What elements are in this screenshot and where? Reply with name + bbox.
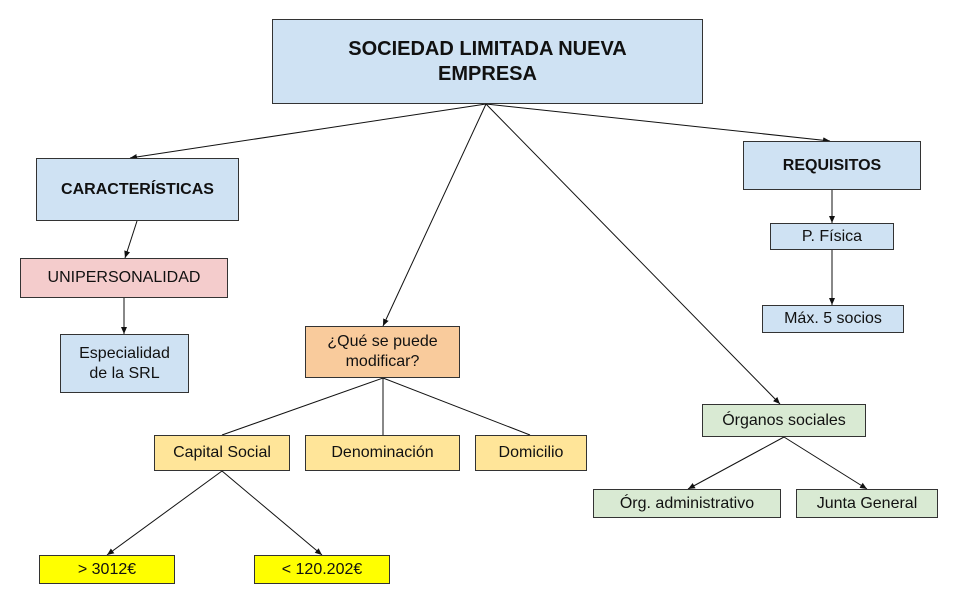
edge-modificar-domicilio <box>382 377 531 436</box>
max-capital-node: < 120.202€ <box>254 555 390 584</box>
edge-organos-junta <box>783 436 868 490</box>
max-capital-text: < 120.202€ <box>281 560 363 578</box>
requisitos-text: REQUISITOS <box>782 156 882 174</box>
especialidad-text: Especialidad de la SRL <box>79 344 170 382</box>
caracteristicas-node: CARACTERÍSTICAS <box>36 158 239 221</box>
edge-modificar-capital <box>221 377 384 436</box>
denominacion-node: Denominación <box>305 435 460 471</box>
edge-caracteristicas-unipersonalidad <box>124 220 138 259</box>
organo-administrativo-node: Órg. administrativo <box>593 489 781 518</box>
unipersonalidad-node: UNIPERSONALIDAD <box>20 258 228 298</box>
edge-title-organos <box>485 103 781 405</box>
edge-title-modificar <box>382 103 487 327</box>
edge-capital-max <box>221 470 323 556</box>
min-capital-node: > 3012€ <box>39 555 175 584</box>
capital-social-text: Capital Social <box>173 444 271 461</box>
capital-social-node: Capital Social <box>154 435 290 471</box>
edge-organos-administrativo <box>687 436 785 490</box>
title-text: SOCIEDAD LIMITADA NUEVA EMPRESA <box>348 37 627 85</box>
max-socios-text: Máx. 5 socios <box>784 310 882 327</box>
domicilio-node: Domicilio <box>475 435 587 471</box>
max-socios-node: Máx. 5 socios <box>762 305 904 333</box>
especialidad-node: Especialidad de la SRL <box>60 334 189 393</box>
unipersonalidad-text: UNIPERSONALIDAD <box>47 269 201 286</box>
edge-title-caracteristicas <box>129 103 487 160</box>
organos-text: Órganos sociales <box>722 411 846 429</box>
organo-administrativo-text: Órg. administrativo <box>619 494 755 512</box>
edge-capital-min <box>106 470 223 556</box>
min-capital-text: > 3012€ <box>77 560 137 578</box>
junta-general-node: Junta General <box>796 489 938 518</box>
title-node: SOCIEDAD LIMITADA NUEVA EMPRESA <box>272 19 703 104</box>
domicilio-text: Domicilio <box>498 444 564 461</box>
denominacion-text: Denominación <box>331 444 434 461</box>
caracteristicas-text: CARACTERÍSTICAS <box>61 180 214 198</box>
junta-general-text: Junta General <box>816 494 918 512</box>
organos-node: Órganos sociales <box>702 404 866 437</box>
persona-fisica-node: P. Física <box>770 223 894 250</box>
edge-title-requisitos <box>485 103 831 144</box>
persona-fisica-text: P. Física <box>801 227 863 245</box>
modificar-text: ¿Qué se puede modificar? <box>327 333 438 370</box>
requisitos-node: REQUISITOS <box>743 141 921 190</box>
modificar-node: ¿Qué se puede modificar? <box>305 326 460 378</box>
